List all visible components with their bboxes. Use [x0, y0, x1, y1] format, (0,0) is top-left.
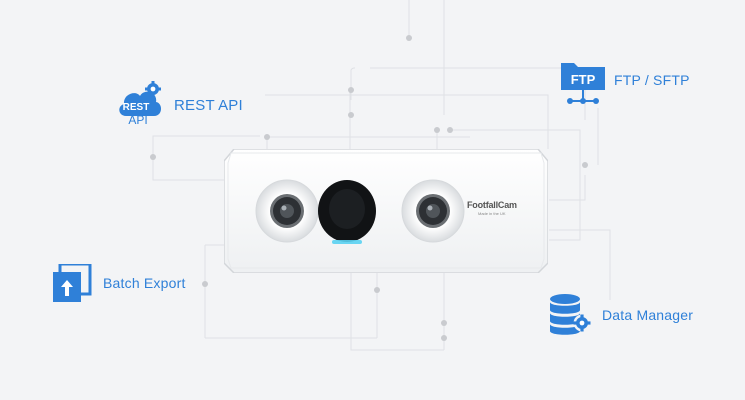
node-dot: [441, 335, 447, 341]
icon-text-ftp: FTP: [571, 72, 596, 87]
footfallcam-device: [223, 148, 549, 274]
node-dot: [582, 162, 588, 168]
node-dot: [150, 154, 156, 160]
device-brand-logo: FootfallCam: [467, 200, 517, 210]
node-dot: [447, 127, 453, 133]
folder-network-icon: FTP: [560, 60, 606, 108]
device-tagline: Made in the UK: [478, 211, 506, 216]
node-dot: [441, 320, 447, 326]
node-dot: [434, 127, 440, 133]
rest-api-label: REST API: [174, 97, 243, 114]
export-upload-icon: [53, 262, 93, 304]
node-dot: [264, 134, 270, 140]
database-gear-icon: [549, 293, 595, 337]
node-dot: [374, 287, 380, 293]
cloud-gear-icon: REST API: [116, 80, 164, 127]
batch-export-label: Batch Export: [103, 275, 186, 291]
ftp-sftp-label: FTP / SFTP: [614, 72, 690, 88]
left-lens: [255, 179, 319, 243]
data-manager-label: Data Manager: [602, 307, 694, 323]
right-lens: [401, 179, 465, 243]
icon-text-api: API: [128, 113, 147, 126]
node-dot: [348, 87, 354, 93]
center-sensor: [318, 180, 376, 244]
icon-text-rest: REST: [123, 102, 150, 113]
node-dot: [202, 281, 208, 287]
node-dot: [348, 112, 354, 118]
node-dot: [406, 35, 412, 41]
